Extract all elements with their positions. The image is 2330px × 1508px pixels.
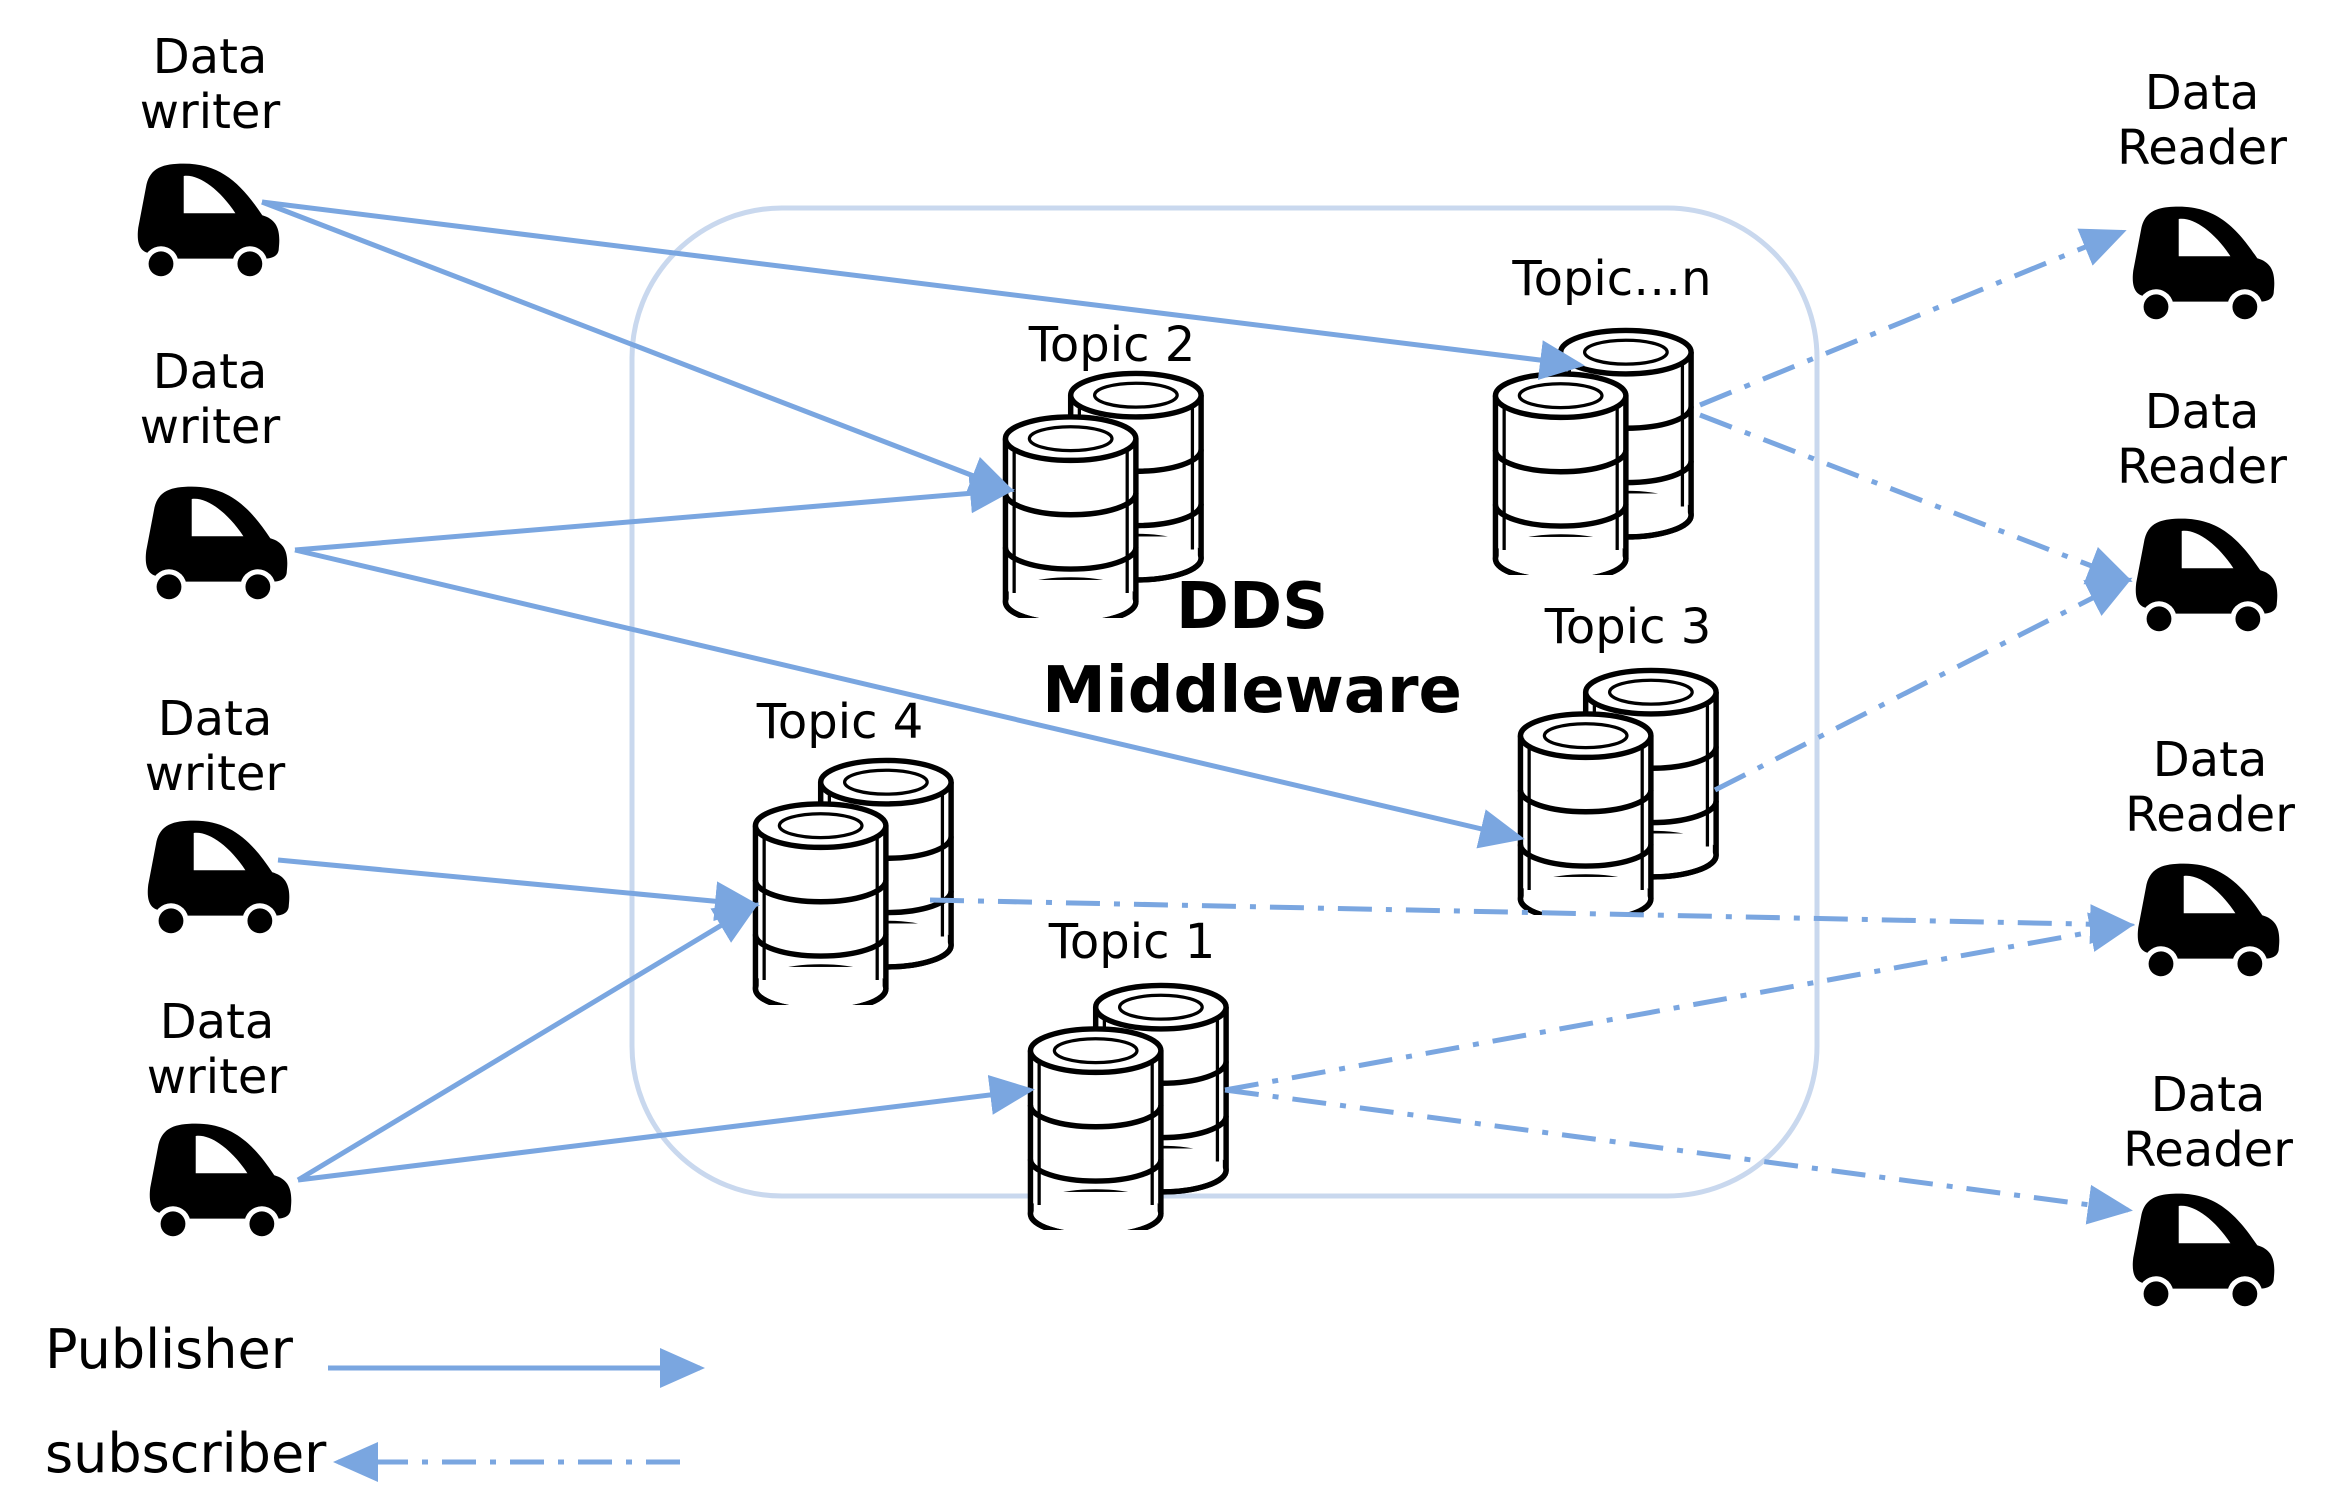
subscribe-arrow [1699, 228, 2127, 408]
legend-subscriber-label: subscriber [45, 1422, 327, 1485]
car-icon [145, 486, 288, 605]
topic-label: Topic 2 [1028, 317, 1196, 373]
middleware-box [629, 205, 1820, 1199]
car-icon [137, 163, 280, 282]
subscribe-arrow [1224, 912, 2135, 1093]
middleware-title: DDS Middleware [1042, 570, 1462, 729]
car-icon [2132, 206, 2275, 325]
publish-arrow [261, 199, 1015, 495]
car-icon [149, 1123, 292, 1242]
topic-label: Topic 3 [1544, 599, 1712, 655]
topic-label: Topic 1 [1048, 914, 1216, 970]
database-icon [755, 760, 951, 1010]
car-icon [2135, 518, 2278, 637]
topic-label: Topic…n [1512, 251, 1712, 307]
publish-arrow [294, 473, 1015, 553]
subscribe-arrow [1224, 1087, 2133, 1225]
database-icon [1495, 330, 1691, 580]
publish-arrow [277, 857, 760, 922]
publish-arrow [297, 1075, 1035, 1183]
subscribe-arrow [1713, 577, 2133, 793]
car-icon [2132, 1193, 2275, 1312]
car-icon [2137, 863, 2280, 982]
legend-publisher-label: Publisher [45, 1318, 293, 1381]
publish-arrow [296, 902, 760, 1183]
subscribe-arrow [929, 897, 2135, 945]
car-icon [147, 820, 290, 939]
publish-arrow [261, 199, 1585, 380]
database-icon [1520, 670, 1716, 920]
topic-label: Topic 4 [756, 694, 924, 750]
subscribe-arrow [1699, 412, 2133, 585]
publish-arrow [294, 547, 1525, 849]
